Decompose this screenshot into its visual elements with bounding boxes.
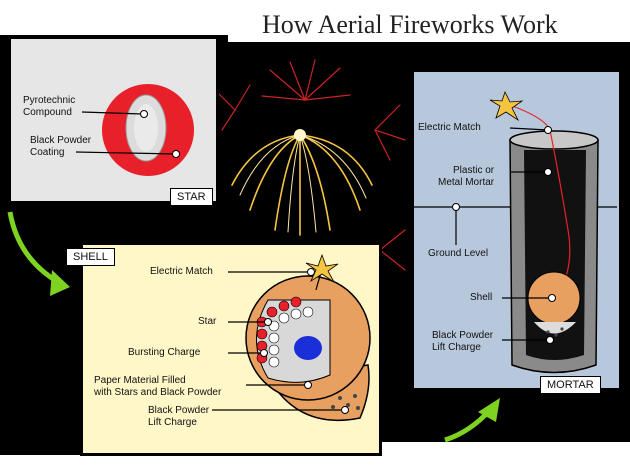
mortar-label-ground-level: Ground Level [428,248,489,259]
star-tag: STAR [170,188,213,206]
mortar-label-electric-match: Electric Match [418,122,481,133]
shell-label-paper-material: Paper Material Filled with Stars and Bla… [94,375,222,398]
star-label-pyrotechnic-compound: Pyrotechnic Compound [23,95,76,118]
star-label-black-powder-coating: Black Powder Coating [30,135,92,158]
diagram-title: How Aerial Fireworks Work [262,10,558,39]
mortar-tag: MORTAR [540,376,601,394]
shell-tag: SHELL [66,248,115,266]
mortar-label-lift-charge: Black Powder Lift Charge [432,330,494,353]
mortar-label-shell: Shell [470,292,493,303]
mortar-label-plastic-metal-mortar: Plastic or Metal Mortar [438,165,495,188]
shell-label-star: Star [198,316,217,327]
shell-label-bursting-charge: Bursting Charge [128,347,201,358]
shell-label-lift-charge: Black Powder Lift Charge [148,405,210,428]
shell-label-electric-match: Electric Match [150,266,213,277]
